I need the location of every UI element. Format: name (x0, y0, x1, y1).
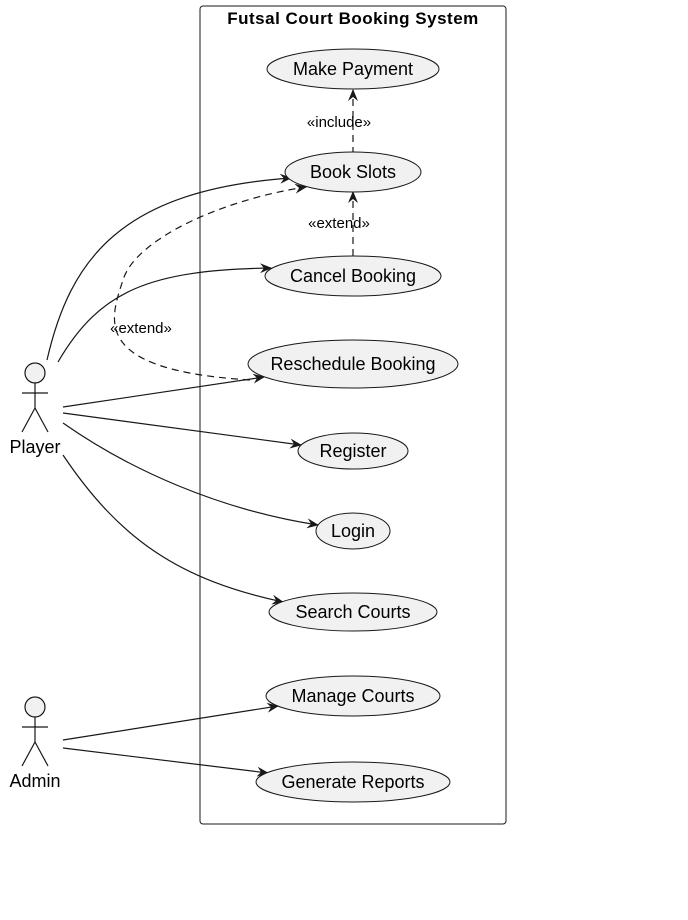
actor-head (24, 362, 46, 384)
use-case-label: Login (331, 521, 375, 541)
use-case-label: Generate Reports (281, 772, 424, 792)
extend-reschedule-booking-book-slots (113, 183, 307, 381)
actor-label: Player (9, 437, 60, 457)
use-case-login[interactable]: Login (315, 512, 391, 550)
actor-left-leg (21, 741, 36, 767)
use-case-search-courts[interactable]: Search Courts (268, 592, 438, 632)
assoc-player-register (62, 412, 302, 449)
use-case-register[interactable]: Register (297, 432, 409, 470)
assoc-player-reschedule-booking (62, 373, 265, 408)
use-case-label: Reschedule Booking (270, 354, 435, 374)
actor-head (24, 696, 46, 718)
extend-label-reschedule: «extend» (110, 320, 172, 337)
actor-right-leg (34, 741, 49, 767)
use-case-book-slots[interactable]: Book Slots (284, 151, 422, 193)
use-case-make-payment[interactable]: Make Payment (266, 48, 440, 90)
actor-left-leg (21, 407, 36, 433)
assoc-player-login (62, 422, 319, 529)
use-case-label: Cancel Booking (290, 266, 416, 286)
actor-label: Admin (9, 771, 60, 791)
assoc-player-cancel-booking (57, 263, 272, 363)
assoc-player-search-courts (62, 454, 284, 605)
actor-admin[interactable]: Admin (9, 696, 61, 791)
system-boundary: Futsal Court Booking System (199, 5, 507, 825)
use-case-label: Manage Courts (291, 686, 414, 706)
actor-right-leg (34, 407, 49, 433)
use-case-manage-courts[interactable]: Manage Courts (265, 675, 441, 717)
use-case-label: Search Courts (295, 602, 410, 622)
assoc-player-book-slots (46, 173, 292, 361)
system-title: Futsal Court Booking System (227, 9, 479, 28)
relationship-labels: «include» «extend» «extend» (110, 114, 371, 337)
use-case-reschedule-booking[interactable]: Reschedule Booking (247, 339, 459, 389)
actor-player[interactable]: Player (9, 362, 61, 457)
use-case-label: Make Payment (293, 59, 413, 79)
extend-label-cancel: «extend» (308, 215, 370, 232)
relationships (46, 89, 358, 777)
use-case-cancel-booking[interactable]: Cancel Booking (264, 255, 442, 297)
include-label: «include» (307, 114, 371, 131)
use-case-label: Register (319, 441, 386, 461)
use-cases: Make Payment Book Slots Cancel Booking R… (247, 48, 459, 803)
assoc-admin-generate-reports (62, 747, 269, 777)
use-case-generate-reports[interactable]: Generate Reports (255, 761, 451, 803)
use-case-label: Book Slots (310, 162, 396, 182)
assoc-admin-manage-courts (62, 702, 279, 741)
